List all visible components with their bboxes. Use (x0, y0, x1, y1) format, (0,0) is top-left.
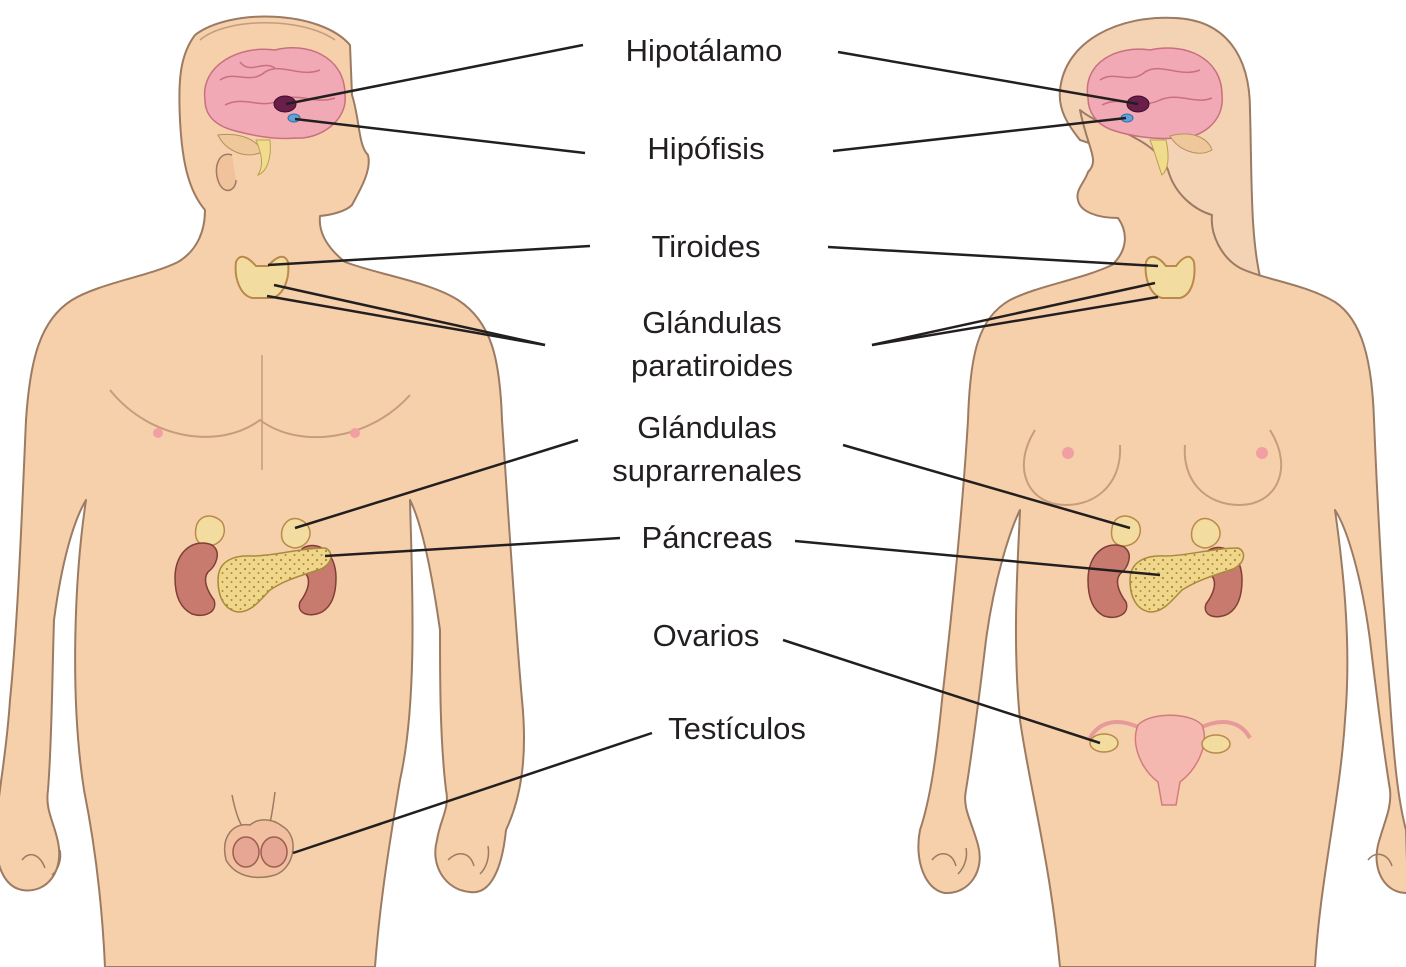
female-body (918, 110, 1406, 967)
label-thyroid: Tiroides (602, 225, 810, 268)
label-testes-text: Testículos (642, 707, 832, 750)
label-thyroid-text: Tiroides (602, 225, 810, 268)
label-adrenal-line2: suprarrenales (582, 449, 832, 492)
male-hypothalamus (274, 96, 296, 112)
label-testes: Testículos (642, 707, 832, 750)
label-parathyroid: Glándulas paratiroides (592, 301, 832, 387)
label-pituitary-text: Hipófisis (602, 127, 810, 170)
label-adrenal-line1: Glándulas (582, 406, 832, 449)
female-ovary-right (1202, 735, 1230, 753)
female-brain (1087, 48, 1222, 139)
label-pituitary: Hipófisis (602, 127, 810, 170)
female-adrenal-left (1112, 516, 1141, 546)
label-parathyroid-line2: paratiroides (592, 344, 832, 387)
label-hypothalamus: Hipotálamo (598, 29, 810, 72)
male-brain (205, 48, 346, 139)
male-adrenal-right (282, 519, 311, 548)
label-ovaries: Ovarios (626, 614, 786, 657)
female-ovary-left (1090, 734, 1118, 752)
male-adrenal-left (196, 516, 225, 546)
label-pancreas-text: Páncreas (612, 516, 802, 559)
label-adrenal: Glándulas suprarrenales (582, 406, 832, 492)
label-hypothalamus-text: Hipotálamo (598, 29, 810, 72)
label-pancreas: Páncreas (612, 516, 802, 559)
label-ovaries-text: Ovarios (626, 614, 786, 657)
leader-thyroid-female (828, 247, 1158, 266)
label-parathyroid-line1: Glándulas (592, 301, 832, 344)
male-pituitary (288, 114, 300, 122)
female-figure (918, 18, 1406, 967)
female-adrenal-right (1192, 519, 1221, 548)
male-figure (0, 17, 524, 967)
